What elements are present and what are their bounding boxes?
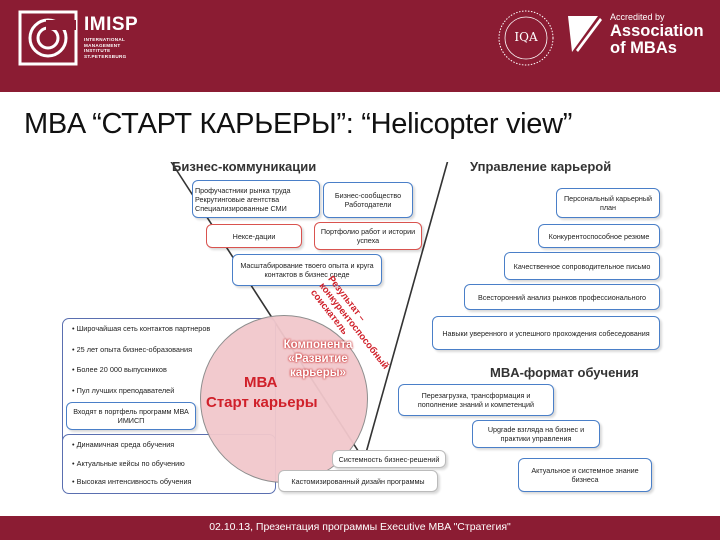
footer-text: 02.10.13, Презентация программы Executiv…	[209, 521, 511, 533]
box-cover-letter: Качественное сопроводительное письмо	[504, 252, 660, 280]
box-interview-skills: Навыки уверенного и успешного прохождени…	[432, 316, 660, 350]
business-title: Бизнес-коммуникации	[172, 159, 317, 174]
list-item: Более 20 000 выпускников	[72, 363, 210, 377]
box-portfolio: Портфолио работ и истории успеха	[314, 222, 422, 250]
career-title: Управление карьерой	[470, 159, 612, 174]
components-label: Компонента «Развитие карьеры»	[283, 339, 353, 379]
box-line: Профучастники рынка труда	[195, 185, 291, 195]
format-title: MBA-формат обучения	[490, 365, 639, 380]
list-item: 25 лет опыта бизнес-образования	[72, 343, 210, 357]
box-career-plan: Персональный карьерный план	[556, 188, 660, 218]
imisp-subtitle-line: MANAGEMENT	[84, 42, 121, 48]
header-bar: IMISP INTERNATIONAL MANAGEMENT INSTITUTE…	[0, 0, 720, 92]
list-item: Динамичная среда обучения	[72, 438, 192, 452]
amba-logo-icon	[568, 16, 602, 52]
circle-mba-label: МВА	[244, 374, 278, 391]
advantages-list: Широчайшая сеть контактов партнеров 25 л…	[72, 322, 211, 398]
box-custom-design: Кастомизированный дизайн программы	[278, 470, 438, 492]
imisp-subtitle-line: ST.PETERSBURG	[84, 53, 127, 59]
amba-accredited-by: Accredited by	[610, 12, 665, 22]
box-scale-experience: Масштабирование твоего опыта и круга кон…	[232, 254, 382, 286]
box-prof-participants: Профучастники рынка труда Рекрутинговые …	[192, 180, 320, 218]
footer-bar: 02.10.13, Презентация программы Executiv…	[0, 516, 720, 540]
box-system-decisions: Системность бизнес-решений	[332, 450, 446, 468]
box-business-community: Бизнес-сообщество Работодатели	[323, 182, 413, 218]
imisp-subtitle: INTERNATIONAL MANAGEMENT INSTITUTE ST.PE…	[84, 37, 126, 59]
amba-name: Association of MBAs	[610, 23, 704, 57]
list-item: Пул лучших преподавателей	[72, 384, 210, 398]
circle-start-label: Старт карьеры	[206, 394, 318, 411]
box-market-analysis: Всесторонний анализ рынков профессиональ…	[464, 284, 660, 310]
amba-name-line: of MBAs	[610, 39, 677, 57]
box-resume: Конкурентоспособное резюме	[538, 224, 660, 248]
box-upgrade: Upgrade взгляда на бизнес и практики упр…	[472, 420, 600, 448]
list-item: Высокая интенсивность обучения	[72, 475, 192, 489]
iqa-label: IQA	[514, 30, 538, 44]
learning-list: Динамичная среда обучения Актуальные кей…	[72, 438, 192, 489]
box-line: Специализированные СМИ	[195, 203, 287, 213]
iqa-seal-icon	[498, 10, 554, 66]
box-line: Рекрутинговые агентства	[195, 194, 280, 204]
list-item: Широчайшая сеть контактов партнеров	[72, 322, 211, 336]
imisp-subtitle-line: INTERNATIONAL	[84, 37, 126, 42]
business-frame	[164, 158, 460, 162]
imisp-title: IMISP	[84, 14, 139, 35]
imisp-subtitle-line: INSTITUTE	[84, 48, 111, 54]
box-newcomers: Нексе-дации	[206, 224, 302, 248]
list-item: Актуальные кейсы по обучению	[72, 457, 192, 471]
amba-name-line: Association	[610, 22, 704, 40]
imisp-logo-icon	[18, 10, 78, 66]
page-title: MBA “СТАРТ КАРЬЕРЫ”: “Helicopter view”	[24, 108, 573, 140]
box-mba-portfolio: Входят в портфель программ МВА ИМИСП	[66, 402, 196, 430]
box-actual-knowledge: Актуальное и системное знание бизнеса	[518, 458, 652, 492]
box-reload: Перезагрузка, трансформация и пополнение…	[398, 384, 554, 416]
mba-circle	[200, 315, 368, 483]
